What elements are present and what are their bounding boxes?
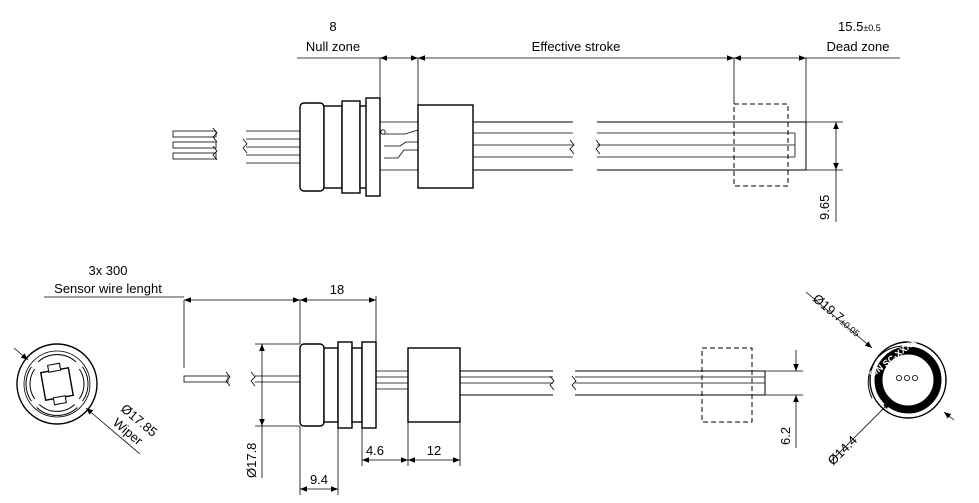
top-rod bbox=[473, 121, 807, 171]
null-zone-label: Null zone bbox=[306, 39, 360, 54]
side-sensor-body bbox=[299, 341, 377, 429]
left-end-wiper bbox=[39, 362, 75, 406]
left-end-slots bbox=[25, 354, 89, 416]
rod-height-dimension-side: 6.2 bbox=[765, 350, 803, 448]
height-dim-9-65: 9.65 bbox=[817, 195, 832, 220]
right-end-view: S/N SC-XXXXXX PEGAL Ø19.7±0.05 Ø14.4 bbox=[805, 291, 954, 468]
top-wires bbox=[242, 130, 300, 164]
side-rod bbox=[460, 370, 766, 396]
effective-stroke-label: Effective stroke bbox=[532, 39, 621, 54]
body-diameter-dim: Ø17.8 bbox=[244, 443, 259, 478]
top-wiper-block bbox=[417, 104, 474, 189]
dead-zone-label: Dead zone bbox=[827, 39, 890, 54]
wire-label: Sensor wire lenght bbox=[54, 281, 162, 296]
first-section-dimension: 9.4 bbox=[299, 426, 339, 495]
body-length-dimension: 18 bbox=[300, 282, 377, 342]
null-zone-dimension: 8 Null zone bbox=[297, 19, 419, 105]
side-view: 3x 300 Sensor wire lenght 18 Ø17.8 4.6 1… bbox=[44, 263, 803, 495]
side-rod-inner bbox=[376, 370, 408, 390]
dead-zone-dimension: 15.5±0.5 Dead zone bbox=[734, 19, 900, 122]
side-wiper-block bbox=[407, 347, 461, 423]
wire-count-length: 3x 300 bbox=[88, 263, 127, 278]
first-section-dim: 9.4 bbox=[310, 472, 328, 487]
rod-height-dimension-top: 9.65 bbox=[806, 121, 843, 222]
top-sensor-body bbox=[299, 97, 386, 197]
wire-length-dimension: 3x 300 Sensor wire lenght bbox=[44, 263, 301, 368]
rod-height-dim: 6.2 bbox=[778, 427, 793, 445]
collar-dim: 4.6 bbox=[366, 443, 384, 458]
outer-diameter-dim: Ø19.7±0.05 bbox=[810, 291, 864, 340]
body-length-dim: 18 bbox=[330, 282, 344, 297]
top-view: 8 Null zone Effective stroke 15.5±0.5 De… bbox=[172, 19, 900, 222]
top-magnet-outline bbox=[733, 103, 789, 187]
effective-stroke-dimension: Effective stroke bbox=[418, 39, 735, 104]
side-wire-stub bbox=[183, 371, 300, 387]
top-wire-stubs bbox=[172, 127, 218, 161]
collar-wiper-dimension: 4.6 12 bbox=[361, 422, 461, 466]
dead-zone-value: 15.5±0.5 bbox=[838, 19, 881, 34]
body-diameter-dimension: Ø17.8 bbox=[244, 343, 300, 478]
inner-diameter-dim: Ø14.4 bbox=[825, 432, 861, 468]
side-magnet-outline bbox=[701, 347, 753, 423]
right-end-pins bbox=[896, 374, 919, 381]
wiper-length-dim: 12 bbox=[427, 443, 441, 458]
top-rod-inner bbox=[380, 121, 419, 171]
null-zone-value: 8 bbox=[329, 19, 336, 34]
left-end-view: Ø17.85 Wiper bbox=[13, 343, 160, 455]
